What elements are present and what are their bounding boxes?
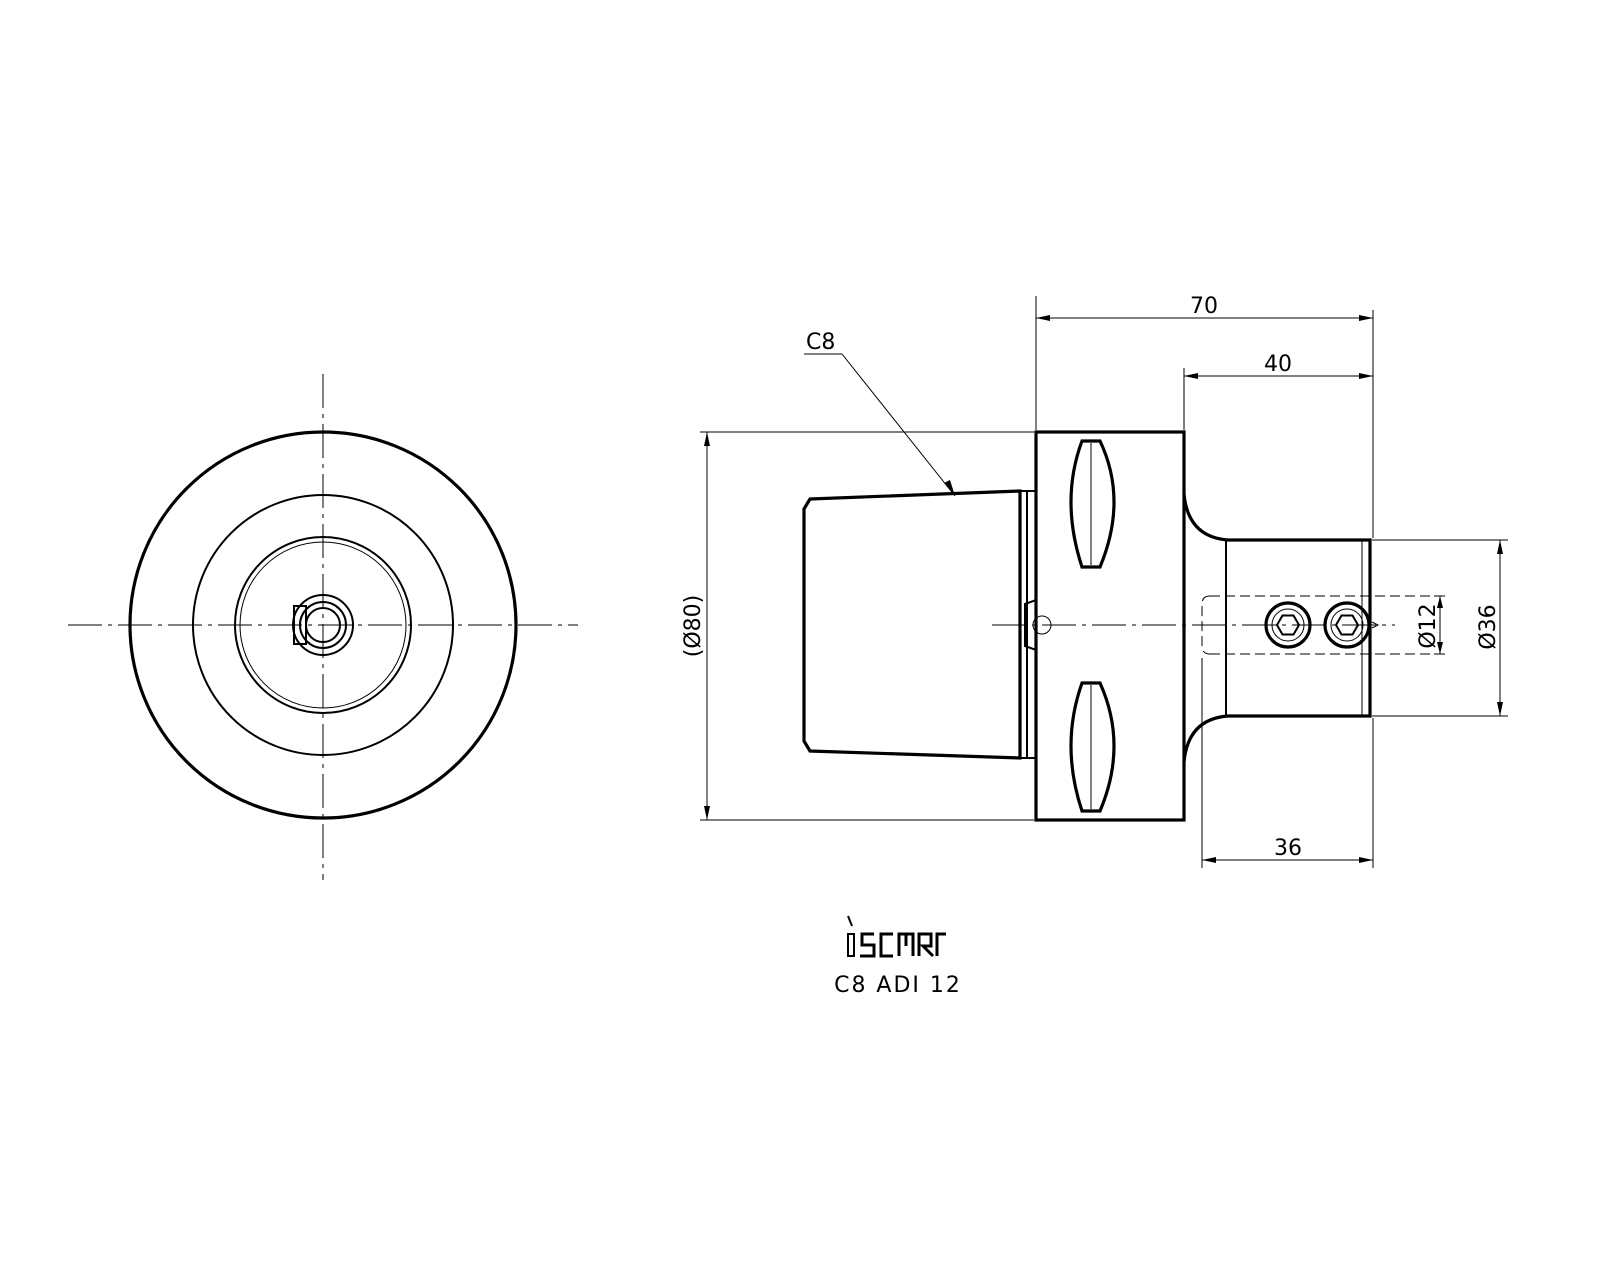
c8-callout-label: C8 [806, 330, 835, 355]
brand-text: iscar [0, 0, 3, 1]
dim-shank-length: 40 [1183, 352, 1373, 430]
dim-70-label: 70 [1190, 294, 1218, 319]
c8-taper-body [802, 489, 1022, 760]
screw-tip-mark [1371, 621, 1380, 629]
shank-outline [1182, 493, 1372, 763]
dim-12-label: Ø12 [1416, 603, 1441, 648]
flange-body [1034, 430, 1186, 822]
drive-slot-top [1069, 439, 1116, 569]
part-number-label: C8 ADI 12 [834, 973, 962, 998]
dim-clamp-length: 36 [1201, 658, 1374, 868]
dim-80-label: (Ø80) [681, 595, 706, 657]
dim-bore-diameter: Ø12 [1416, 595, 1445, 655]
dim-shank-diameter: Ø36 [1372, 539, 1508, 717]
dim-40-label: 40 [1264, 352, 1292, 377]
front-view [68, 374, 578, 880]
dim-36-diameter-label: Ø36 [1476, 604, 1501, 649]
drive-slot-bottom [1069, 681, 1116, 813]
side-view [802, 430, 1432, 822]
dimensions: 70 40 36 (Ø80) [681, 294, 1508, 868]
dim-36-length-label: 36 [1274, 836, 1302, 861]
iscar-logo: iscar [0, 0, 946, 958]
dim-flange-diameter: (Ø80) [681, 431, 1034, 821]
dim-overall-length: 70 [1035, 294, 1374, 538]
c8-callout: C8 [804, 330, 956, 497]
title-block: iscar C8 ADI 12 [0, 0, 962, 998]
